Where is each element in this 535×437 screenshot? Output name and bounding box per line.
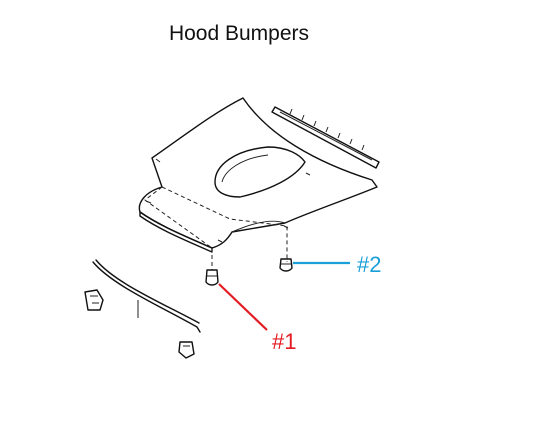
hood-release-cable — [84, 259, 201, 359]
hood-panel — [138, 97, 378, 270]
callout-1-label: #1 — [272, 329, 296, 354]
cowl-weatherstrip — [271, 106, 380, 169]
callout-2-label: #2 — [357, 252, 381, 277]
hood-bumper-1 — [205, 269, 219, 286]
callout-1-leader — [218, 283, 268, 331]
hood-bumper-2 — [279, 258, 293, 272]
diagram-title: Hood Bumpers — [168, 22, 310, 45]
